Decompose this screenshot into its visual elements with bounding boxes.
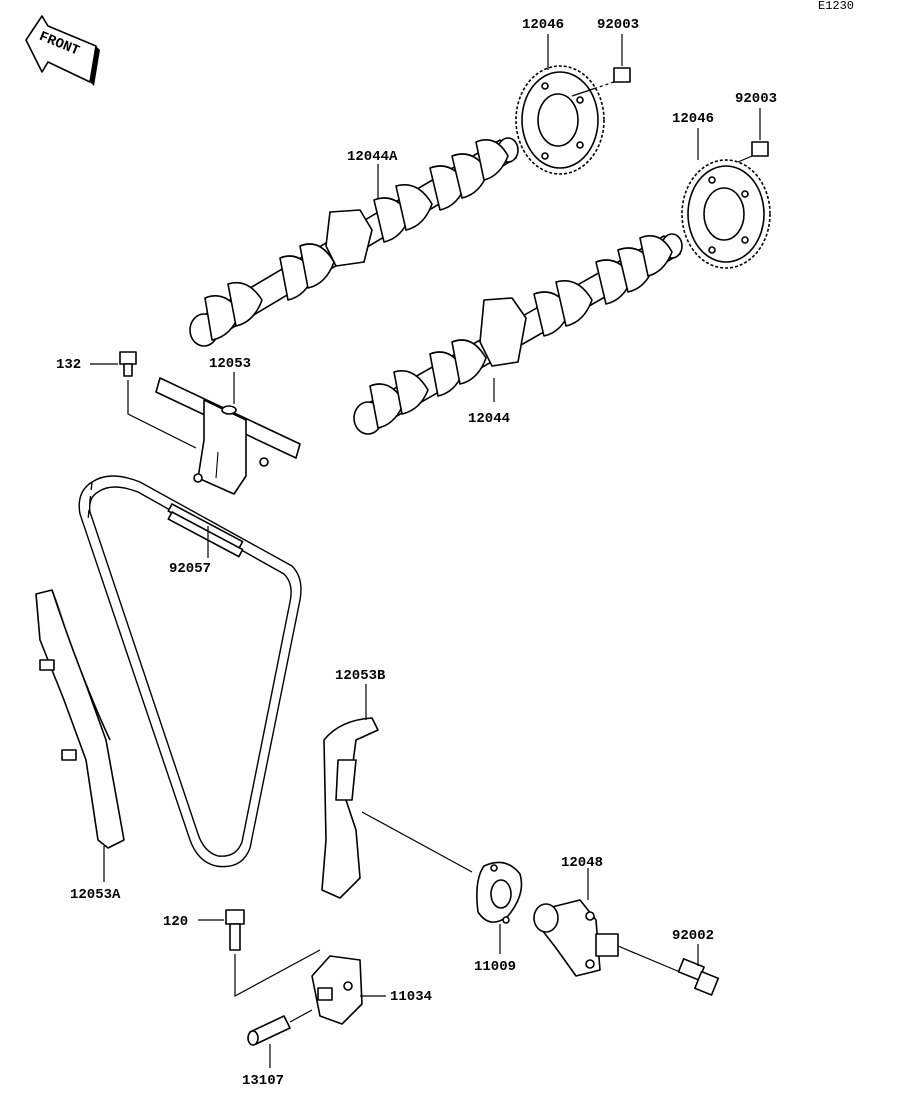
label-12053: 12053 [209, 356, 251, 372]
bolt-120 [225, 909, 321, 998]
label-92003-upper: 92003 [597, 17, 639, 33]
label-12053B: 12053B [335, 668, 386, 684]
label-132: 132 [56, 357, 81, 373]
chain-guide-12053 [155, 377, 301, 495]
camshaft-12044A [189, 137, 519, 347]
label-12046-lower: 12046 [672, 111, 714, 127]
label-12046-upper: 12046 [522, 17, 564, 33]
front-arrow-icon: FRONT [25, 15, 100, 86]
bolt-92002 [677, 958, 720, 996]
label-12053A: 12053A [70, 887, 121, 903]
cam-sprocket-upper [515, 65, 605, 175]
label-13107: 13107 [242, 1073, 284, 1089]
label-120: 120 [163, 914, 188, 930]
camshaft-12044 [353, 233, 683, 435]
pin-13107 [247, 1009, 313, 1046]
bracket-11034 [311, 955, 363, 1025]
label-12048: 12048 [561, 855, 603, 871]
chain-guide-12053B [321, 717, 473, 899]
label-11034: 11034 [390, 989, 432, 1005]
label-92002: 92002 [672, 928, 714, 944]
gasket-11009 [476, 861, 523, 924]
cam-chain-92057 [78, 475, 302, 868]
leader-lines [90, 34, 761, 1068]
label-92003-lower: 92003 [735, 91, 777, 107]
bolt-92003-lower [737, 141, 769, 163]
bolt-132 [119, 351, 197, 449]
label-12044: 12044 [468, 411, 510, 427]
chain-tensioner-12048 [533, 899, 681, 977]
label-92057: 92057 [169, 561, 211, 577]
cam-sprocket-lower [681, 159, 771, 269]
bolt-92003-upper [571, 67, 631, 97]
chain-guide-12053A [35, 589, 125, 849]
label-11009: 11009 [474, 959, 516, 975]
label-12044A: 12044A [347, 149, 398, 165]
reference-code: E1230 [818, 0, 854, 13]
